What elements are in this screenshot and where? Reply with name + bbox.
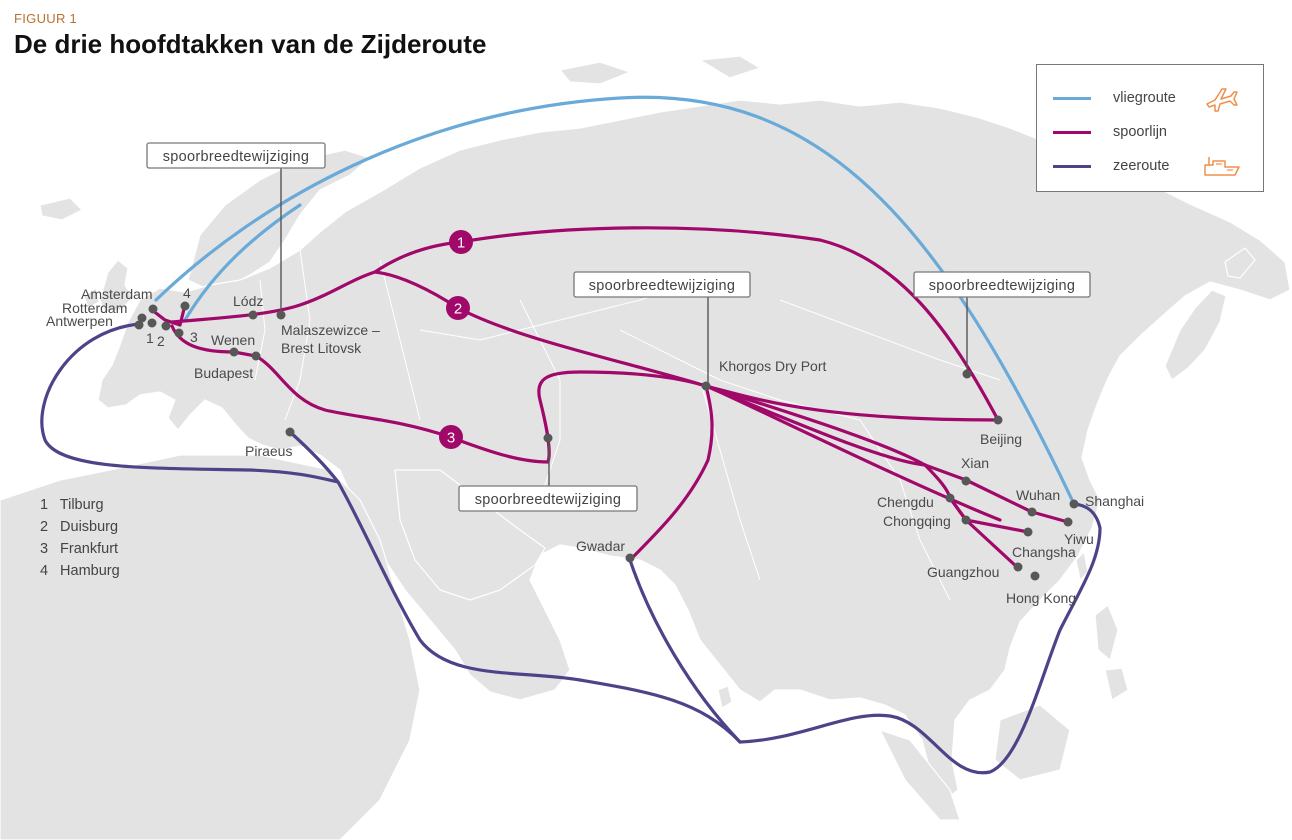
label-lodz: Lódz	[233, 293, 263, 309]
label-amsterdam: Amsterdam	[81, 286, 153, 302]
legend-swatch-rail	[1053, 130, 1091, 134]
key-item: 2 Duisburg	[40, 519, 119, 535]
legend-label-rail: spoorlijn	[1113, 124, 1167, 140]
legend-label-air: vliegroute	[1113, 90, 1176, 106]
label-chengdu: Chengdu	[877, 494, 934, 510]
label-gwadar: Gwadar	[576, 538, 625, 554]
label-num-2: 2	[157, 333, 165, 349]
label-guangzhou: Guangzhou	[927, 564, 999, 580]
label-antwerpen: Antwerpen	[46, 313, 113, 329]
label-changsha: Changsha	[1012, 544, 1076, 560]
legend-swatch-sea	[1053, 164, 1091, 168]
label-malaszewicze: Malaszewizce –	[281, 322, 380, 338]
svg-text:spoorbreedtewijziging: spoorbreedtewijziging	[475, 492, 622, 508]
label-khorgos: Khorgos Dry Port	[719, 358, 826, 374]
key-item: 4 Hamburg	[40, 563, 120, 579]
label-shanghai: Shanghai	[1085, 493, 1144, 509]
callout-gauge-change-khorgos: spoorbreedtewijziging	[573, 271, 751, 386]
sea-route	[40, 322, 1102, 775]
figure-label: FIGUUR 1	[14, 11, 78, 26]
city-number-key: 1 Tilburg 2 Duisburg 3 Frankfurt 4 Hambu…	[40, 497, 120, 585]
country-borders	[254, 249, 1001, 601]
branch-badge-1: 1	[449, 230, 473, 254]
callout-gauge-change-europe: spoorbreedtewijziging	[146, 142, 326, 315]
label-wenen: Wenen	[211, 332, 255, 348]
svg-text:2: 2	[454, 301, 462, 318]
svg-text:spoorbreedtewijziging: spoorbreedtewijziging	[589, 278, 736, 294]
sea-route-gwadar	[628, 558, 742, 744]
label-brest-litovsk: Brest Litovsk	[281, 340, 362, 356]
callout-gauge-change-mongolia: spoorbreedtewijziging	[913, 271, 1091, 374]
legend-label-sea: zeeroute	[1113, 158, 1170, 174]
label-num-4: 4	[183, 285, 191, 301]
label-xian: Xian	[961, 455, 989, 471]
key-item: 3 Frankfurt	[40, 541, 119, 557]
air-route-branch	[183, 203, 302, 322]
ship-icon	[1204, 157, 1240, 176]
map-legend: vliegroute spoorlijn zeeroute	[1036, 64, 1264, 192]
label-hongkong: Hong Kong	[1006, 590, 1076, 606]
label-rotterdam: Rotterdam	[62, 300, 127, 316]
legend-item-air: vliegroute	[1053, 88, 1241, 112]
legend-item-sea: zeeroute	[1053, 156, 1241, 176]
label-chongqing: Chongqing	[883, 513, 951, 529]
legend-swatch-air	[1053, 96, 1091, 100]
label-beijing: Beijing	[980, 431, 1022, 447]
label-budapest: Budapest	[194, 365, 253, 381]
label-wuhan: Wuhan	[1016, 487, 1060, 503]
sea-route-piraeus	[288, 430, 340, 484]
label-yiwu: Yiwu	[1064, 531, 1094, 547]
svg-text:1: 1	[457, 235, 465, 252]
label-piraeus: Piraeus	[245, 443, 292, 459]
callout-gauge-change-iran: spoorbreedtewijziging	[458, 438, 638, 512]
figure-title: De drie hoofdtakken van de Zijderoute	[14, 29, 487, 59]
legend-item-rail: spoorlijn	[1053, 122, 1201, 142]
label-num-3: 3	[190, 329, 198, 345]
branch-badge-2: 2	[446, 296, 470, 320]
svg-text:3: 3	[447, 430, 455, 447]
airplane-icon	[1206, 88, 1238, 112]
svg-text:spoorbreedtewijziging: spoorbreedtewijziging	[163, 149, 310, 165]
svg-text:spoorbreedtewijziging: spoorbreedtewijziging	[929, 278, 1076, 294]
city-dots	[134, 301, 1079, 581]
key-item: 1 Tilburg	[40, 497, 104, 513]
city-labels: Amsterdam Rotterdam Antwerpen 1 2 3 4 Ló…	[46, 285, 1144, 606]
branch-badge-3: 3	[439, 425, 463, 449]
label-num-1: 1	[146, 330, 154, 346]
